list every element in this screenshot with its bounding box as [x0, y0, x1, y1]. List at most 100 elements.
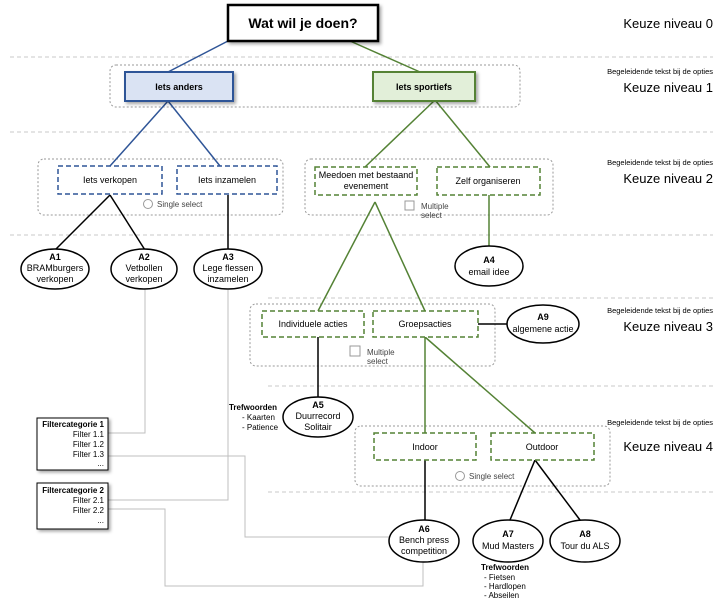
action-a5-line-2: Solitair — [304, 422, 332, 432]
level-1-label: Keuze niveau 1 — [623, 80, 713, 95]
connector-outdoor-a7 — [509, 459, 536, 521]
action-a4[interactable]: A4 email idee — [454, 245, 524, 287]
keyword-item: - Kaarten — [242, 413, 275, 422]
filter-box-2[interactable]: Filtercategorie 2 Filter 2.1 Filter 2.2 … — [36, 482, 109, 530]
action-a1[interactable]: A1 BRAMburgers verkopen — [20, 248, 90, 290]
filter-connectors — [108, 285, 424, 587]
action-a8-id: A8 — [579, 529, 591, 539]
single-select-label: Single select — [469, 472, 515, 481]
action-a8-line-1: Tour du ALS — [560, 541, 609, 551]
action-a5-line-1: Duurrecord — [295, 411, 340, 421]
multiple-select-level-2[interactable]: Multiple select — [404, 200, 449, 220]
action-a3-id: A3 — [222, 252, 234, 262]
single-select-level-4[interactable]: Single select — [455, 471, 516, 482]
action-a7[interactable]: A7 Mud Masters — [472, 519, 544, 563]
option-zelf-organiseren-label: Zelf organiseren — [455, 176, 520, 186]
option-outdoor-label: Outdoor — [526, 442, 559, 452]
action-a6[interactable]: A6 Bench press competition — [388, 519, 460, 563]
multiple-select-line-2: select — [367, 357, 389, 366]
level-2-note: Begeleidende tekst bij de opties — [607, 158, 713, 167]
filter-item: ... — [97, 459, 104, 468]
root-label: Wat wil je doen? — [248, 15, 357, 31]
action-a9-line-1: algemene actie — [512, 324, 573, 334]
connector-verkopen-a1 — [54, 194, 111, 251]
connector-outdoor-a8 — [534, 459, 581, 521]
action-a4-line-1: email idee — [468, 267, 509, 277]
keyword-item: - Abseilen — [484, 591, 519, 600]
filter-category-title: Filtercategorie 2 — [42, 486, 104, 495]
root-node[interactable]: Wat wil je doen? — [226, 3, 380, 43]
level-separators — [10, 56, 713, 493]
option-iets-anders[interactable]: Iets anders — [124, 71, 234, 102]
action-a2[interactable]: A2 Vetbollen verkopen — [110, 248, 178, 290]
option-iets-verkopen[interactable]: Iets verkopen — [57, 165, 163, 195]
filter-item[interactable]: Filter 2.1 — [73, 496, 105, 505]
action-a9-id: A9 — [537, 312, 549, 322]
single-select-label: Single select — [157, 200, 203, 209]
option-iets-sportiefs[interactable]: Iets sportiefs — [372, 71, 476, 102]
filter-item: ... — [97, 516, 104, 525]
action-a3[interactable]: A3 Lege flessen inzamelen — [193, 248, 263, 290]
action-a5[interactable]: A5 Duurrecord Solitair — [282, 396, 354, 438]
keyword-item: - Hardlopen — [484, 582, 526, 591]
action-a8[interactable]: A8 Tour du ALS — [549, 519, 621, 563]
connector-anders-verkopen — [109, 100, 169, 167]
option-meedoen-line-2: evenement — [344, 181, 389, 191]
single-select-level-2[interactable]: Single select — [143, 199, 204, 210]
level-2-label: Keuze niveau 2 — [623, 171, 713, 186]
action-a2-id: A2 — [138, 252, 150, 262]
option-groepsacties[interactable]: Groepsacties — [372, 310, 479, 338]
group-level-2-right — [304, 158, 554, 216]
keyword-item: - Fietsen — [484, 573, 515, 582]
keywords-a7: Trefwoorden - Fietsen - Hardlopen - Abse… — [481, 563, 529, 600]
action-a4-id: A4 — [483, 255, 495, 265]
connector-sportiefs-meedoen — [364, 99, 436, 168]
connector-root-anders — [167, 40, 229, 73]
connector-a2-filter1 — [108, 285, 146, 434]
action-a2-line-1: Vetbollen — [125, 263, 162, 273]
filter-category-title: Filtercategorie 1 — [42, 420, 104, 429]
green-connectors — [317, 40, 536, 434]
option-meedoen-line-1: Meedoen met bestaand — [319, 170, 414, 180]
connector-sportiefs-zelf — [434, 99, 491, 168]
action-a9[interactable]: A9 algemene actie — [506, 304, 580, 344]
option-individuele-acties[interactable]: Individuele acties — [261, 310, 365, 338]
level-3-label: Keuze niveau 3 — [623, 319, 713, 334]
action-a3-line-2: inzamelen — [207, 274, 248, 284]
group-level-4 — [354, 425, 611, 487]
level-4-label: Keuze niveau 4 — [623, 439, 713, 454]
keyword-item: - Patience — [242, 423, 279, 432]
option-indoor[interactable]: Indoor — [373, 432, 477, 461]
keywords-a5: Trefwoorden - Kaarten - Patience — [229, 403, 279, 432]
action-a5-id: A5 — [312, 400, 324, 410]
multiple-select-line-2: select — [421, 211, 443, 220]
filter-item[interactable]: Filter 1.2 — [73, 440, 105, 449]
option-outdoor[interactable]: Outdoor — [490, 432, 595, 461]
option-iets-inzamelen[interactable]: Iets inzamelen — [176, 165, 278, 195]
multiple-select-level-3[interactable]: Multiple select — [349, 345, 395, 366]
filter-item[interactable]: Filter 1.1 — [73, 430, 105, 439]
connector-groep-outdoor — [424, 336, 536, 434]
connector-a3-filter2 — [108, 290, 229, 501]
action-a1-line-2: verkopen — [36, 274, 73, 284]
action-a1-id: A1 — [49, 252, 61, 262]
filter-item[interactable]: Filter 1.3 — [73, 450, 105, 459]
option-zelf-organiseren[interactable]: Zelf organiseren — [436, 166, 541, 196]
connector-meedoen-groep — [374, 201, 426, 312]
multiple-select-line-1: Multiple — [367, 348, 395, 357]
action-a1-line-1: BRAMburgers — [27, 263, 84, 273]
option-meedoen-evenement[interactable]: Meedoen met bestaand evenement — [314, 166, 418, 196]
group-level-3 — [249, 303, 496, 367]
option-iets-inzamelen-label: Iets inzamelen — [198, 175, 256, 185]
connector-root-sportiefs — [349, 40, 421, 73]
filter-box-1[interactable]: Filtercategorie 1 Filter 1.1 Filter 1.2 … — [36, 417, 109, 471]
connector-meedoen-individueel — [317, 201, 376, 312]
level-3-note: Begeleidende tekst bij de opties — [607, 306, 713, 315]
radio-icon — [455, 471, 465, 481]
action-a6-id: A6 — [418, 524, 430, 534]
action-a6-line-2: competition — [401, 546, 447, 556]
filter-item[interactable]: Filter 2.2 — [73, 506, 105, 515]
option-groepsacties-label: Groepsacties — [398, 319, 452, 329]
option-iets-sportiefs-label: Iets sportiefs — [396, 82, 452, 92]
